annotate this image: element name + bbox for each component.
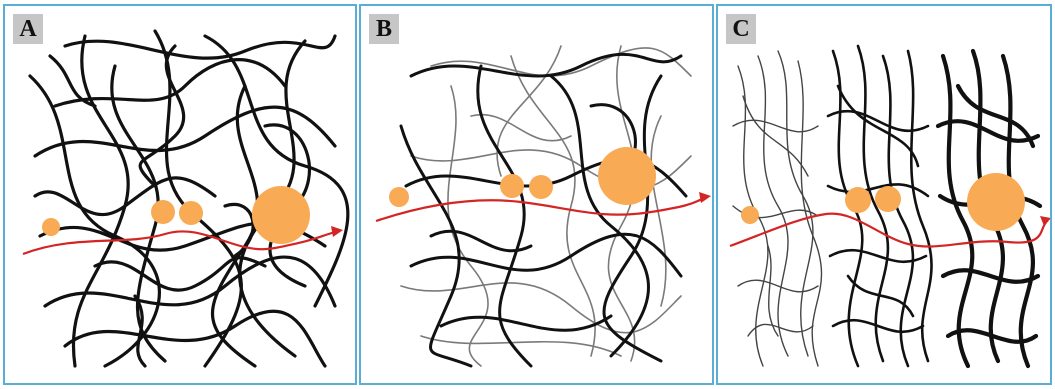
transport-arrowhead-c xyxy=(1040,216,1050,226)
particle-medium-c-2 xyxy=(875,186,901,212)
panel-label-b: B xyxy=(369,14,399,44)
panel-c: C xyxy=(716,4,1052,385)
transport-arrowhead-b xyxy=(699,192,711,203)
fiber-layer-medium xyxy=(826,44,933,368)
particles-b xyxy=(389,147,656,207)
fiber-network-b xyxy=(399,52,688,368)
fiber-network-diagram-c xyxy=(729,44,1050,369)
fiber-network-b-thin xyxy=(400,45,692,367)
particle-medium-b-1 xyxy=(500,174,524,198)
particle-medium-a-2 xyxy=(179,201,203,225)
transport-path-b xyxy=(375,196,707,223)
transport-path-c xyxy=(729,212,1049,248)
particle-small-b xyxy=(389,187,409,207)
particle-large-c xyxy=(967,173,1025,231)
particles-c xyxy=(741,173,1025,231)
panel-a: A xyxy=(3,4,357,385)
panel-label-a: A xyxy=(13,14,43,44)
particle-small-c xyxy=(741,206,759,224)
transport-path-a xyxy=(22,230,336,256)
panel-label-c: C xyxy=(726,14,756,44)
panel-b: B xyxy=(359,4,714,385)
particle-medium-c-1 xyxy=(845,187,871,213)
particle-small-a xyxy=(42,218,60,236)
particle-medium-b-2 xyxy=(529,175,553,199)
particles-a xyxy=(42,186,310,244)
particle-large-a xyxy=(252,186,310,244)
fiber-network-diagram-b xyxy=(375,45,711,368)
particle-medium-a-1 xyxy=(151,200,175,224)
particle-large-b xyxy=(598,147,656,205)
transport-arrowhead-a xyxy=(331,226,343,237)
fiber-network-diagram-a xyxy=(22,29,350,368)
